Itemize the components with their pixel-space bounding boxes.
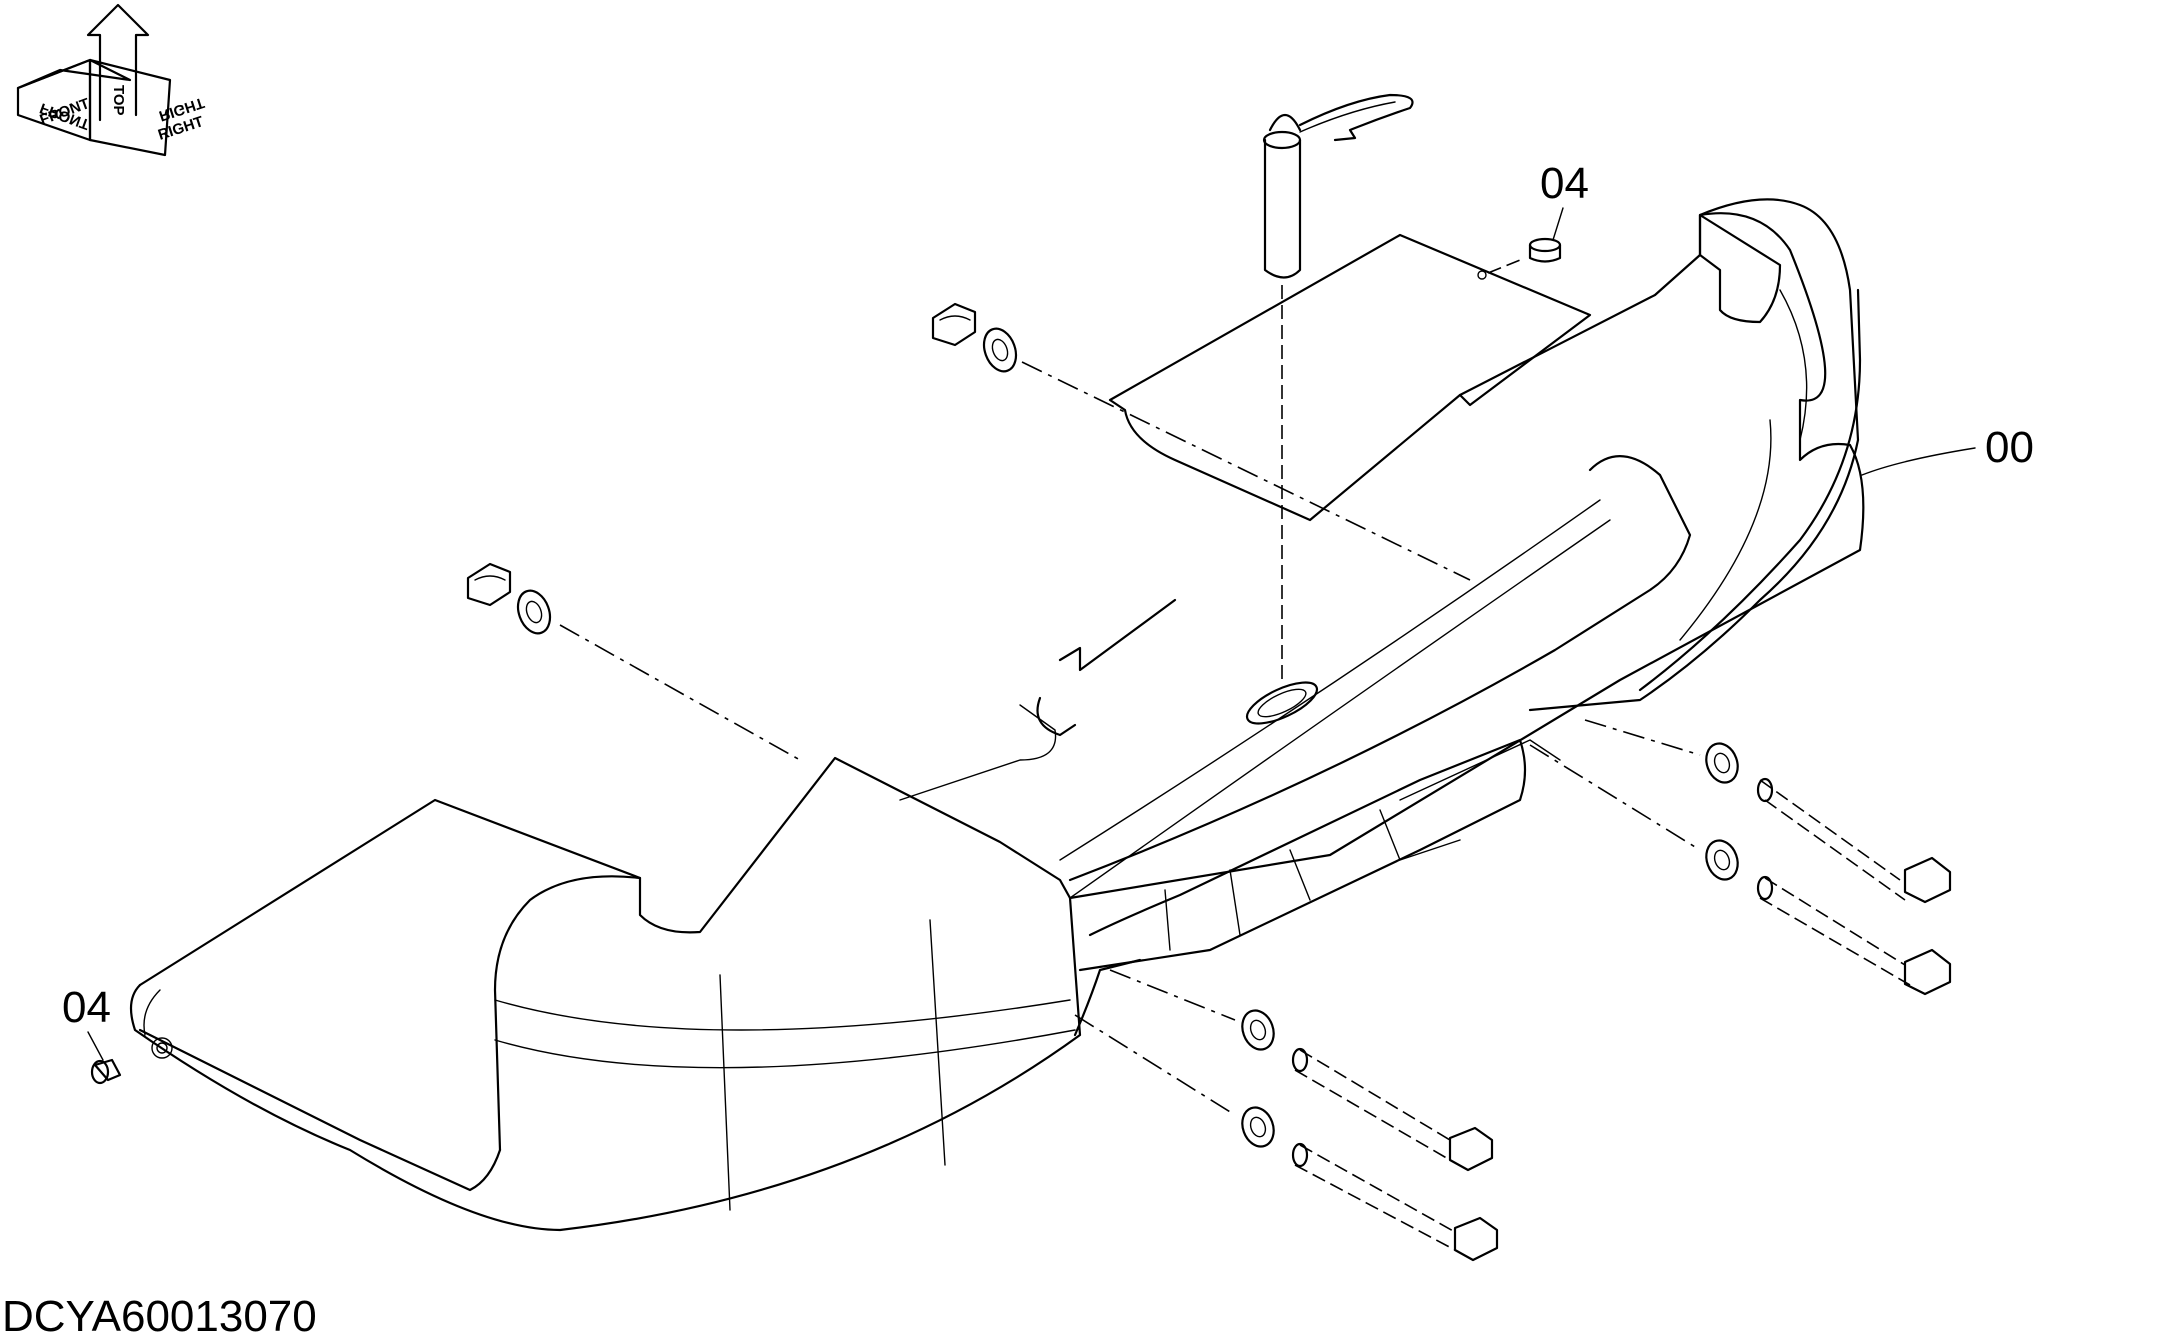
- washer-lower: [516, 589, 552, 635]
- callout-00: 00: [1985, 423, 2034, 472]
- bolt-right-upper: [1584, 719, 1952, 904]
- r-clip: [1298, 93, 1414, 142]
- callout-weight: 00: [1861, 423, 2034, 476]
- screw-left: [90, 1037, 173, 1085]
- nut-lower: [466, 562, 512, 607]
- screw-top: [1477, 237, 1562, 280]
- top-label: TOP: [110, 85, 127, 116]
- callout-04-top: 04: [1540, 159, 1589, 208]
- nut-upper: [931, 302, 977, 347]
- callout-bolt-top: 04: [1540, 159, 1589, 241]
- bolt-lower-upper: [1109, 969, 1494, 1172]
- bolt-lower-lower: [1074, 1014, 1499, 1262]
- drawing-code: DCYA60013070: [2, 1292, 317, 1341]
- fastener-set: [90, 93, 1952, 1262]
- callout-04-left: 04: [62, 983, 111, 1032]
- orientation-cube-icon: FRONT FRONT TOP RIGHT RIGHT: [16, 3, 206, 157]
- counterweight: [129, 198, 1865, 1232]
- bolt-right-lower: [1529, 744, 1952, 996]
- callout-bolt-left: 04: [62, 983, 111, 1061]
- washer-upper: [982, 327, 1018, 373]
- lock-pin: [1262, 113, 1302, 680]
